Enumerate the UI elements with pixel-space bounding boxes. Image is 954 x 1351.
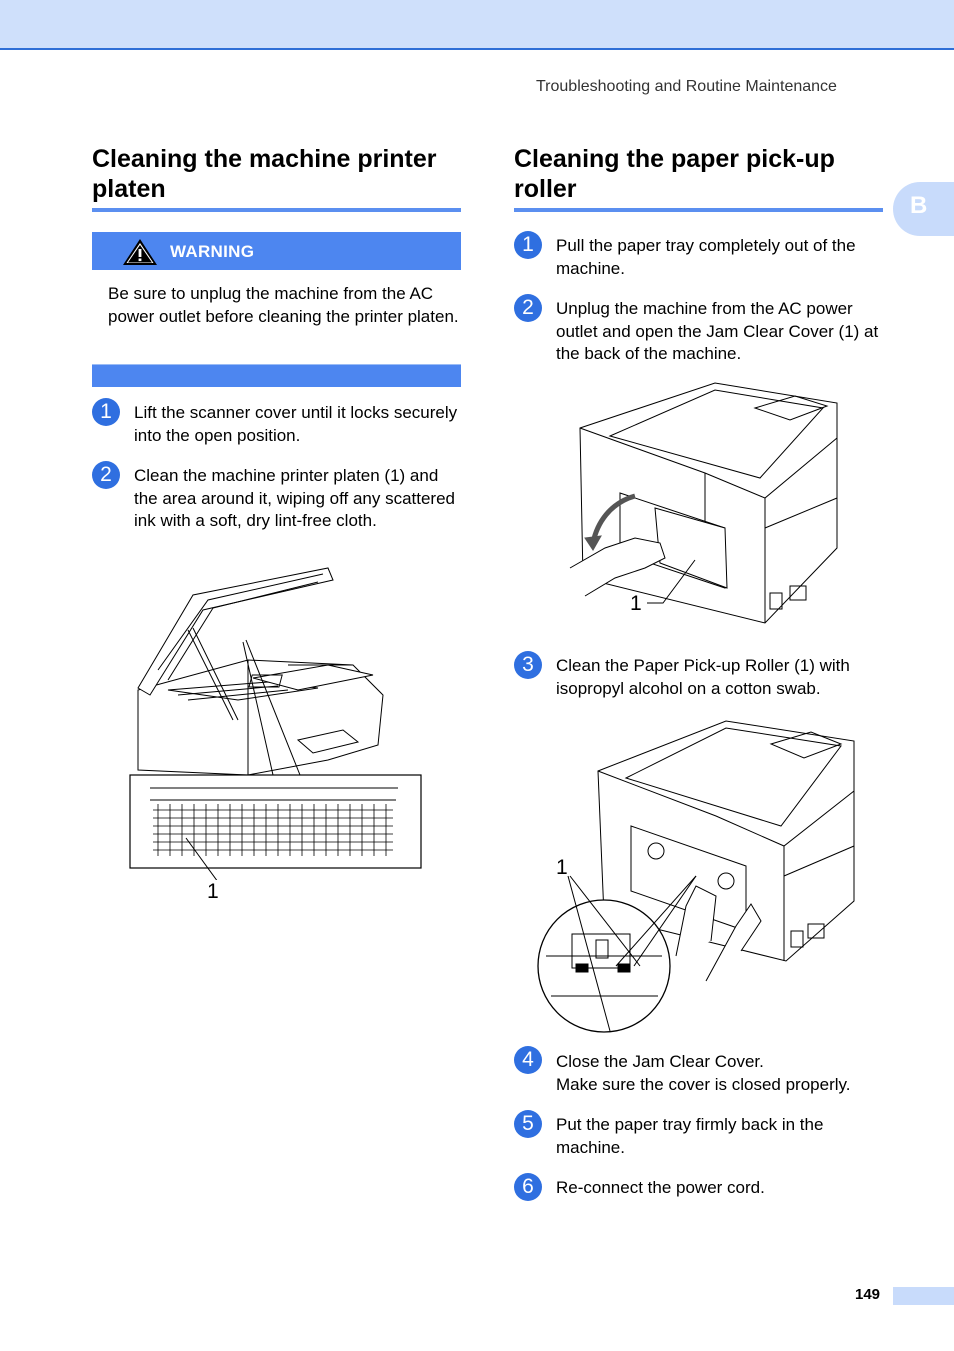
step-text: Lift the scanner cover until it locks se… [134,403,458,445]
step-number: 1 [92,398,120,426]
title-rule [514,208,883,212]
callout-jam-cover: 1 [630,592,642,615]
step-number: 3 [514,651,542,679]
page-number-bar [893,1287,954,1305]
page-number: 149 [855,1286,881,1303]
step-number: 1 [514,231,542,259]
warning-banner: WARNING [92,232,461,270]
jam-clear-cover-illustration [569,382,838,624]
step-text: Unplug the machine from the AC power out… [556,299,879,363]
warning-icon [123,239,157,265]
step-number: 6 [514,1173,542,1201]
warning-footer-bar [92,364,461,387]
printer-platen-illustration [129,567,422,880]
title-rule [92,208,461,212]
section-title-platen: Cleaning the machine printer platen [92,145,437,203]
callout-platen: 1 [207,880,219,903]
section-title-roller: Cleaning the paper pick-up roller [514,145,835,203]
header-band [0,0,954,50]
running-title: Troubleshooting and Routine Maintenance [536,78,837,95]
step-text: Re-connect the power cord. [556,1178,765,1197]
warning-label: WARNING [170,242,255,261]
step-number: 2 [92,461,120,489]
step-text: Close the Jam Clear Cover. Make sure the… [556,1051,896,1096]
step-text: Clean the machine printer platen (1) and… [134,466,455,530]
callout-roller: 1 [556,856,568,879]
step-text-line: Make sure the cover is closed properly. [556,1074,851,1094]
warning-text: Be sure to unplug the machine from the A… [108,284,459,326]
chapter-letter: B [910,192,928,219]
chapter-tab: B [893,182,954,236]
step-number: 4 [514,1046,542,1074]
step-text-line: Close the Jam Clear Cover. [556,1052,764,1071]
step-text: Clean the Paper Pick-up Roller (1) with … [556,656,850,698]
pickup-roller-illustration [537,720,855,1033]
step-text: Put the paper tray firmly back in the ma… [556,1115,824,1157]
step-number: 5 [514,1110,542,1138]
step-text: Pull the paper tray completely out of th… [556,236,856,278]
step-number: 2 [514,294,542,322]
